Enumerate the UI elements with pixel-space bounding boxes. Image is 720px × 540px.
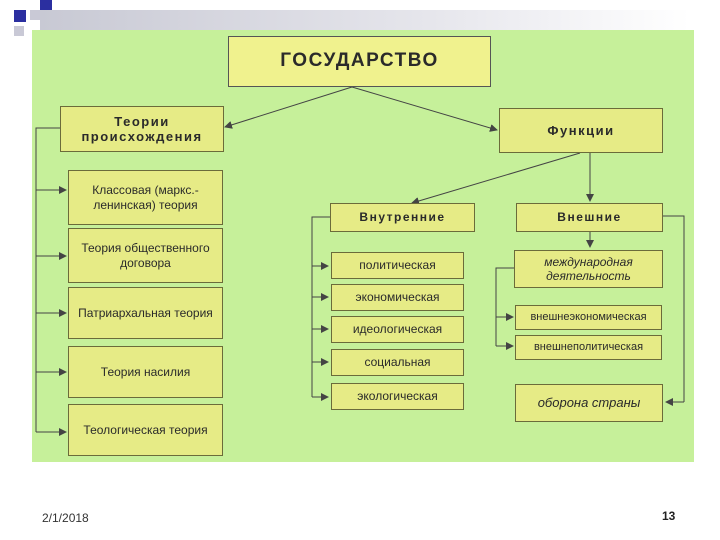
internal-header-box: Внутренние xyxy=(330,203,475,232)
footer-date: 2/1/2018 xyxy=(42,511,89,525)
theory-item: Теологическая теория xyxy=(68,404,223,456)
internal-item: идеологическая xyxy=(331,316,464,343)
corner-square-blue xyxy=(40,0,52,12)
external-header-text: Внешние xyxy=(557,210,622,225)
internal-item: экономическая xyxy=(331,284,464,311)
external-sub-item: внешнеполитическая xyxy=(515,335,662,360)
external-sub-item: внешнеэкономическая xyxy=(515,305,662,330)
theory-item-text: Патриархальная теория xyxy=(78,305,213,320)
header-bar xyxy=(40,10,690,32)
internal-item: социальная xyxy=(331,349,464,376)
functions-header-box: Функции xyxy=(499,108,663,153)
international-activity-text: международная деятельность xyxy=(544,254,633,283)
corner-square-gray xyxy=(14,26,24,36)
internal-item-text: экономическая xyxy=(355,290,440,305)
external-sub-item-text: внешнеэкономическая xyxy=(530,311,647,324)
theory-item: Классовая (маркс.-ленинская) теория xyxy=(68,170,223,225)
theory-item: Патриархальная теория xyxy=(68,287,223,339)
external-sub-item-text: внешнеполитическая xyxy=(533,341,644,354)
internal-item-text: идеологическая xyxy=(352,322,443,337)
theory-item-text: Теория насилия xyxy=(100,364,191,379)
internal-item-text: политическая xyxy=(359,258,436,273)
functions-header-text: Функции xyxy=(547,122,615,138)
internal-item: экологическая xyxy=(331,383,464,410)
defense-text: оборона страны xyxy=(537,395,641,411)
theory-item-text: Теория общественного договора xyxy=(81,241,210,270)
theory-item-text: Теологическая теория xyxy=(83,422,208,437)
international-activity-box: международная деятельность xyxy=(514,250,663,288)
theory-item-text: Классовая (маркс.-ленинская) теория xyxy=(92,183,199,212)
theories-header-text: Теории происхождения xyxy=(81,113,203,144)
internal-item: политическая xyxy=(331,252,464,279)
corner-square-gray xyxy=(30,10,40,20)
theory-item: Теория общественного договора xyxy=(68,228,223,283)
defense-box: оборона страны xyxy=(515,384,663,422)
theories-header-box: Теории происхождения xyxy=(60,106,224,152)
title-box: ГОСУДАРСТВО xyxy=(228,36,491,87)
page-number: 13 xyxy=(662,509,676,523)
title-text: ГОСУДАРСТВО xyxy=(280,50,439,72)
external-header-box: Внешние xyxy=(516,203,663,232)
internal-item-text: экологическая xyxy=(357,389,438,404)
theory-item: Теория насилия xyxy=(68,346,223,398)
internal-item-text: социальная xyxy=(364,355,431,370)
corner-square-blue xyxy=(14,10,26,22)
internal-header-text: Внутренние xyxy=(359,210,446,225)
